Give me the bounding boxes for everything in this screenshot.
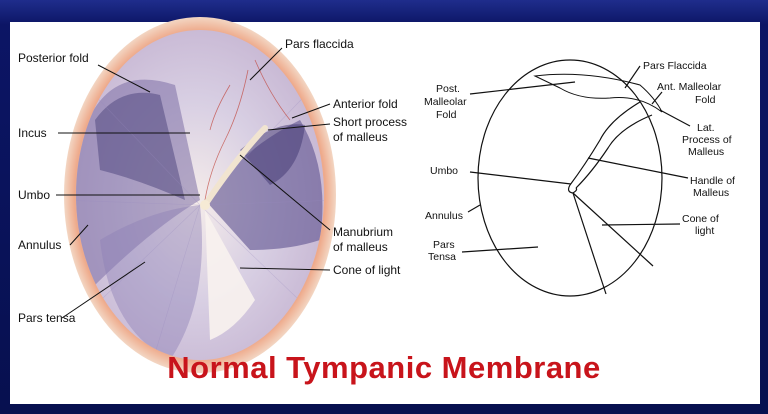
schematic-label-post-line2: Malleolar [424,96,467,108]
schematic-label-pars-line1: Pars [433,239,455,251]
schematic-label-pars-line2: Tensa [428,251,456,263]
schematic-label-cone-line1: Cone of [682,213,719,225]
label-posterior-fold: Posterior fold [18,51,89,65]
schematic-eardrum [478,60,662,296]
schematic-label-cone-line2: light [695,225,714,237]
label-anterior-fold: Anterior fold [333,97,398,111]
schematic-label-umbo: Umbo [430,165,458,177]
schematic-label-handle-line1: Handle of [690,175,735,187]
label-umbo: Umbo [18,188,50,202]
schematic-label-lat-line3: Malleus [688,146,724,158]
label-manubrium-line1: Manubrium [333,225,393,239]
label-pars-tensa: Pars tensa [18,311,76,325]
schematic-label-ant-line2: Fold [695,94,716,106]
schematic-label-lat-line1: Lat. [697,122,715,134]
label-short-process-line2: of malleus [333,130,388,144]
schematic-label-pars-flaccida: Pars Flaccida [643,60,707,72]
label-pars-flaccida: Pars flaccida [285,37,354,51]
schematic-label-handle-line2: Malleus [693,187,729,199]
diagram-title: Normal Tympanic Membrane [167,350,600,385]
label-cone-of-light: Cone of light [333,263,401,277]
label-incus: Incus [18,126,47,140]
schematic-label-post-line3: Fold [436,109,457,121]
schematic-label-ant-line1: Ant. Malleolar [657,81,722,93]
label-manubrium-line2: of malleus [333,240,388,254]
label-short-process-line1: Short process [333,115,407,129]
label-annulus: Annulus [18,238,61,252]
schematic-label-post-line1: Post. [436,83,460,95]
schematic-label-lat-line2: Process of [682,134,732,146]
schematic-label-annulus: Annulus [425,210,463,222]
